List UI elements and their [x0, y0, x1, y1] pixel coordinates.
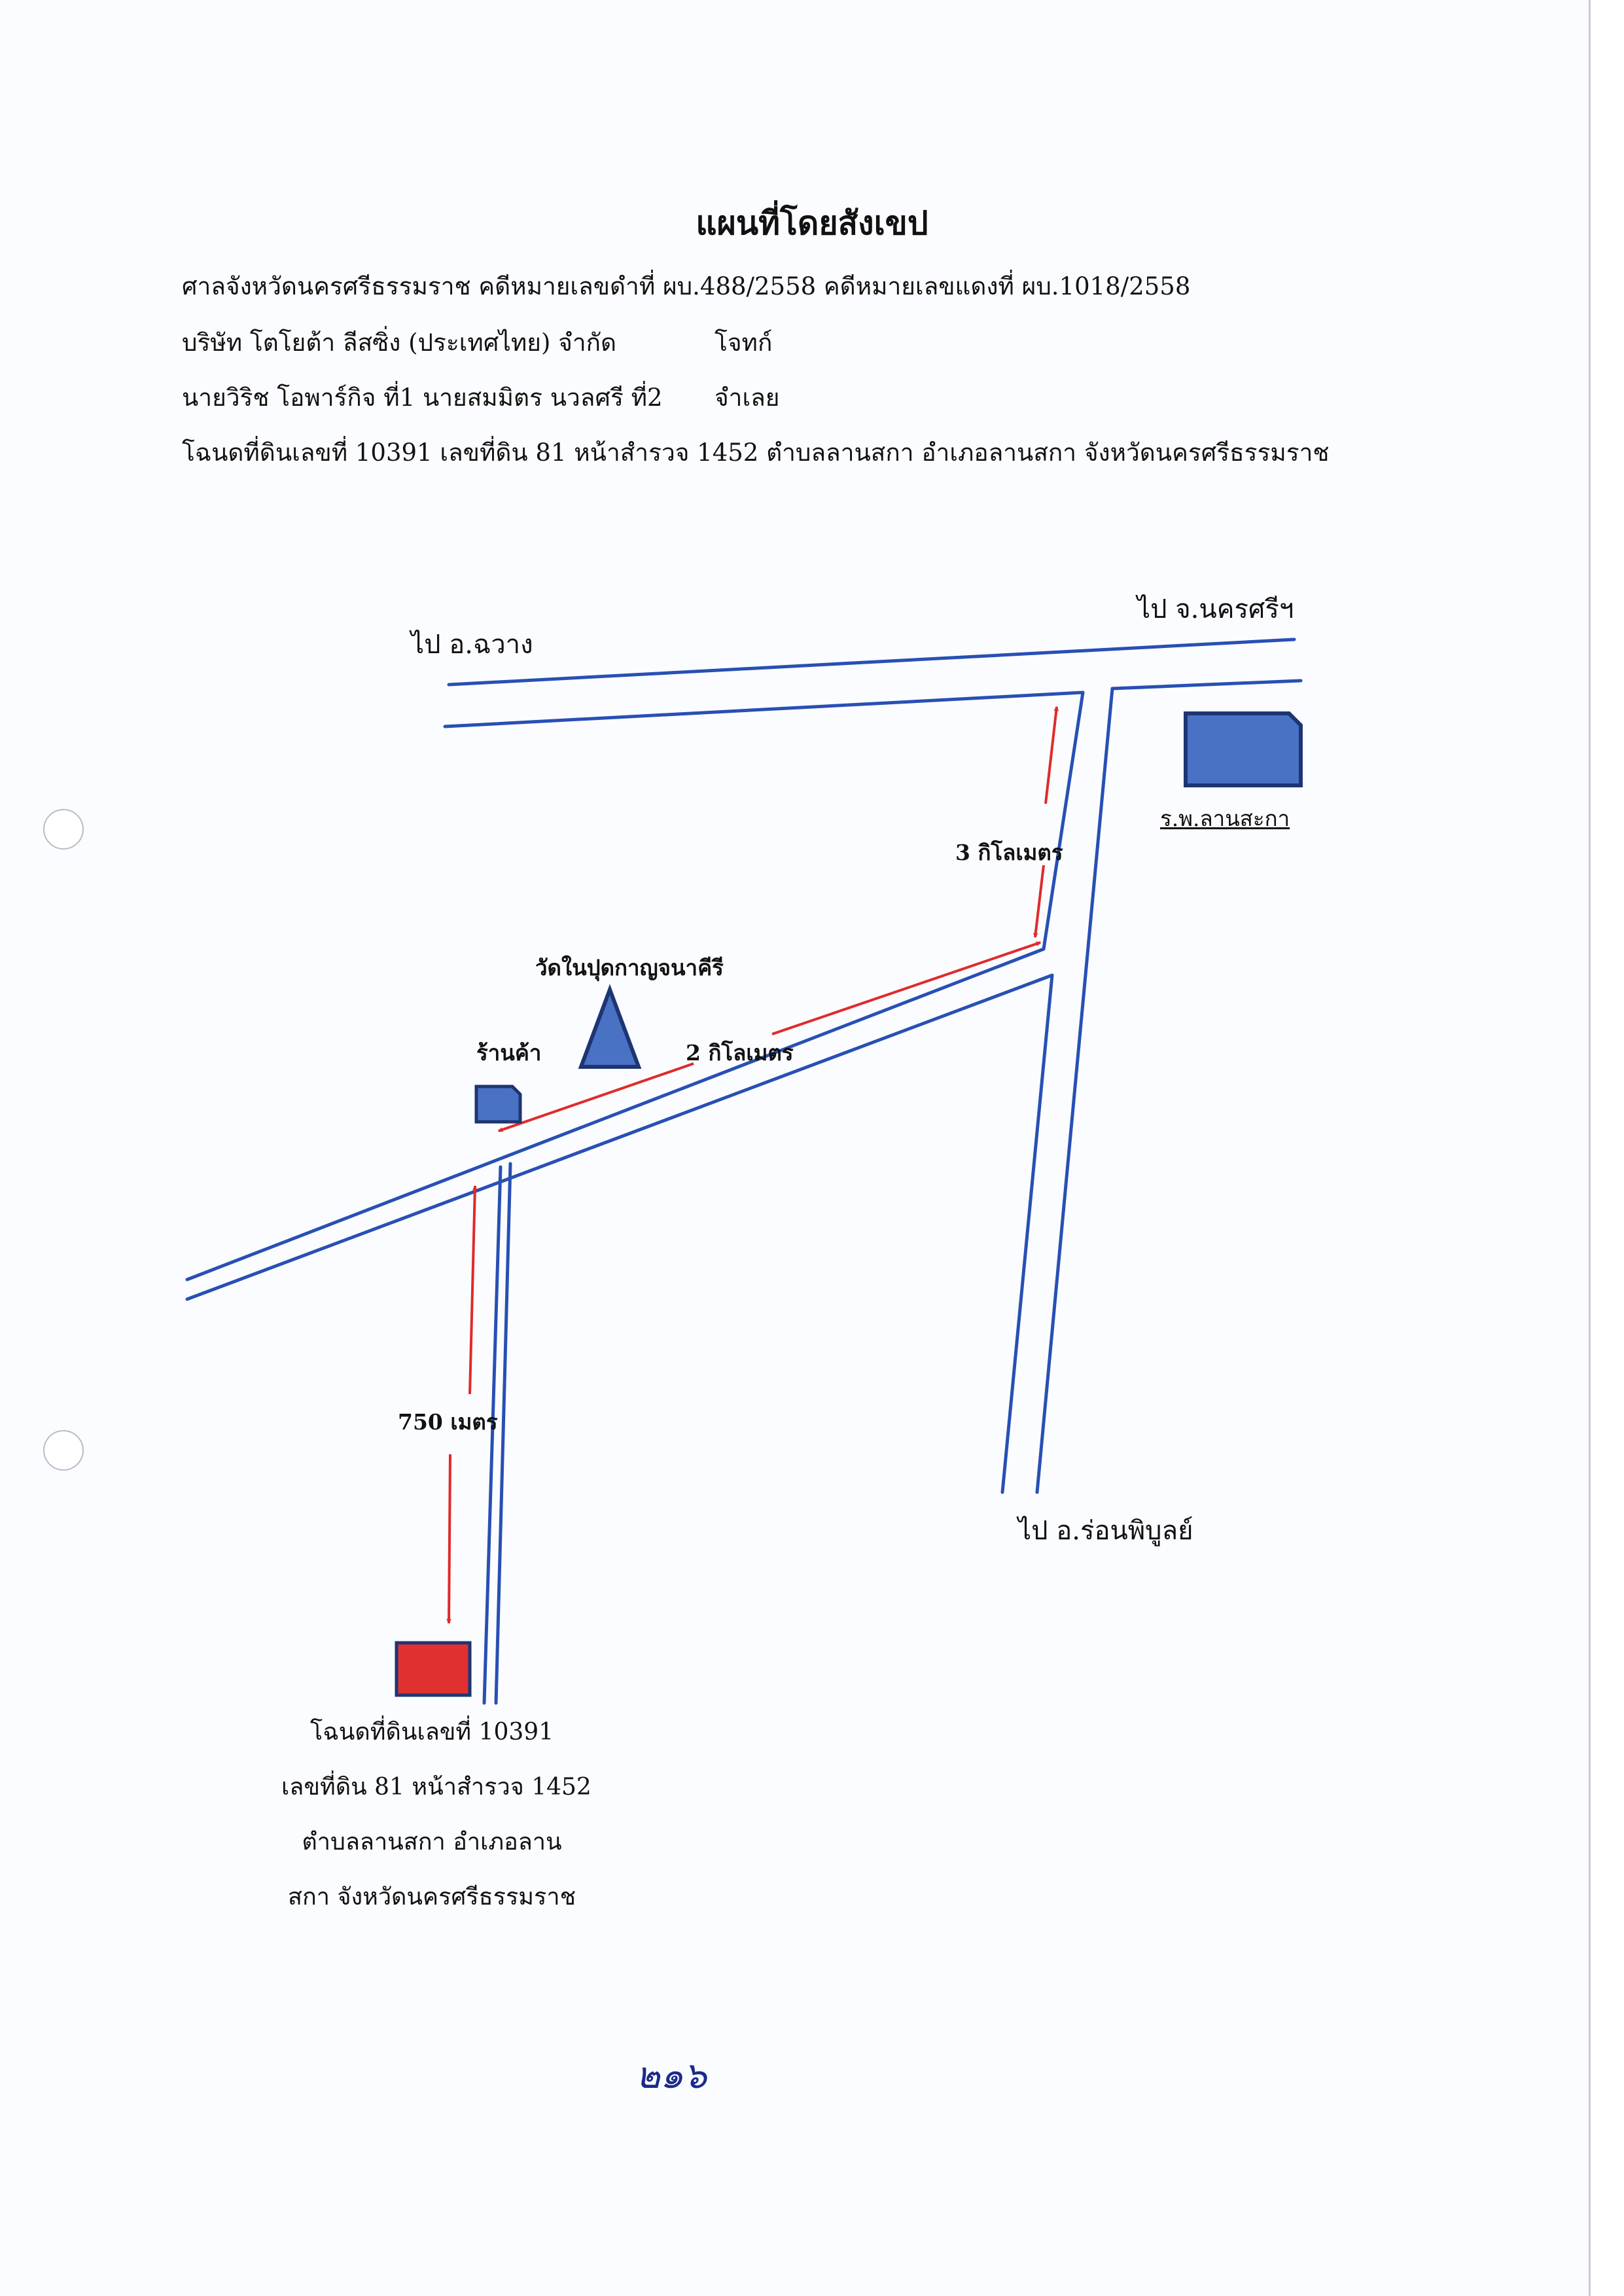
arrow-segment — [499, 1062, 694, 1132]
header-line-defendant: นายวิริช โอพาร์กิจ ที่1 นายสมมิตร นวลศรี… — [182, 378, 779, 417]
main-road-edge — [447, 637, 1296, 687]
page-number: ๒๑๖ — [636, 2054, 707, 2097]
header-line-text: นายวิริช โอพาร์กิจ ที่1 นายสมมิตร นวลศรี… — [182, 384, 663, 412]
distance-label-3km: 3 กิโลเมตร — [955, 840, 1063, 865]
document-title: แผนที่โดยสังเขป — [696, 204, 928, 242]
land-parcel-icon — [395, 1641, 472, 1697]
party-role: จำเลย — [715, 384, 780, 412]
header-line-court: ศาลจังหวัดนครศรีธรรมราช คดีหมายเลขดำที่ … — [182, 267, 1190, 306]
side-road-edge — [1042, 691, 1085, 951]
arrow-segment — [1044, 707, 1057, 804]
main-road-edge — [1110, 679, 1303, 691]
header-line-deed: โฉนดที่ดินเลขที่ 10391 เลขที่ดิน 81 หน้า… — [182, 433, 1330, 472]
arrow-segment — [1035, 865, 1045, 937]
temple-icon — [578, 984, 642, 1069]
main-road-edge — [443, 691, 1085, 728]
punch-hole — [43, 809, 84, 850]
shop-icon — [474, 1085, 522, 1124]
access-road-edge — [494, 1162, 512, 1705]
land-parcel-label: โฉนดที่ดินเลขที่ 10391 เลขที่ดิน 81 หน้า… — [281, 1705, 591, 1925]
direction-label-chawang: ไป อ.ฉวาง — [411, 630, 533, 660]
punch-hole — [43, 1430, 84, 1471]
parcel-label-line: โฉนดที่ดินเลขที่ 10391 — [309, 1719, 554, 1746]
hospital-icon — [1184, 711, 1303, 787]
parcel-label-line: เลขที่ดิน 81 หน้าสำรวจ 1452 — [281, 1774, 591, 1801]
distance-label-750m: 750 เมตร — [398, 1409, 498, 1435]
side-road-edge — [1000, 973, 1054, 1494]
access-road-edge — [482, 1165, 503, 1705]
header-line-text: โฉนดที่ดินเลขที่ 10391 เลขที่ดิน 81 หน้า… — [182, 439, 1330, 467]
roads — [185, 637, 1303, 1705]
parcel-label-line: ตำบลลานสกา อำเภอลาน — [302, 1829, 562, 1856]
header-line-text: บริษัท โตโยต้า ลีสซิ่ง (ประเทศไทย) จำกัด — [182, 329, 617, 357]
header-line-plaintiff: บริษัท โตโยต้า ลีสซิ่ง (ประเทศไทย) จำกัด… — [182, 323, 772, 362]
shop-label: ร้านค้า — [476, 1040, 542, 1066]
diagonal-road-edge — [185, 973, 1054, 1301]
header-line-text: ศาลจังหวัดนครศรีธรรมราช คดีหมายเลขดำที่ … — [182, 272, 1191, 300]
parcel-label-line: สกา จังหวัดนครศรีธรรมราช — [288, 1884, 576, 1910]
distance-arrows — [449, 707, 1057, 1623]
temple-label: วัดในปุดกาญจนาคีรี — [535, 955, 724, 980]
arrow-segment — [449, 1454, 451, 1623]
distance-label-2km: 2 กิโลเมตร — [686, 1040, 794, 1066]
document-page — [0, 0, 1589, 2296]
side-road-edge — [1035, 687, 1114, 1494]
arrow-segment — [771, 941, 1040, 1035]
arrow-segment — [468, 1186, 475, 1395]
direction-label-ron-phibun: ไป อ.ร่อนพิบูลย์ — [1018, 1516, 1193, 1546]
diagonal-road-edge — [185, 947, 1046, 1282]
hospital-label: ร.พ.ลานสะกา — [1160, 806, 1290, 831]
direction-label-nakhon: ไป จ.นครศรีฯ — [1137, 594, 1294, 624]
page-edge — [1589, 0, 1624, 2296]
party-role: โจทก์ — [715, 329, 773, 357]
